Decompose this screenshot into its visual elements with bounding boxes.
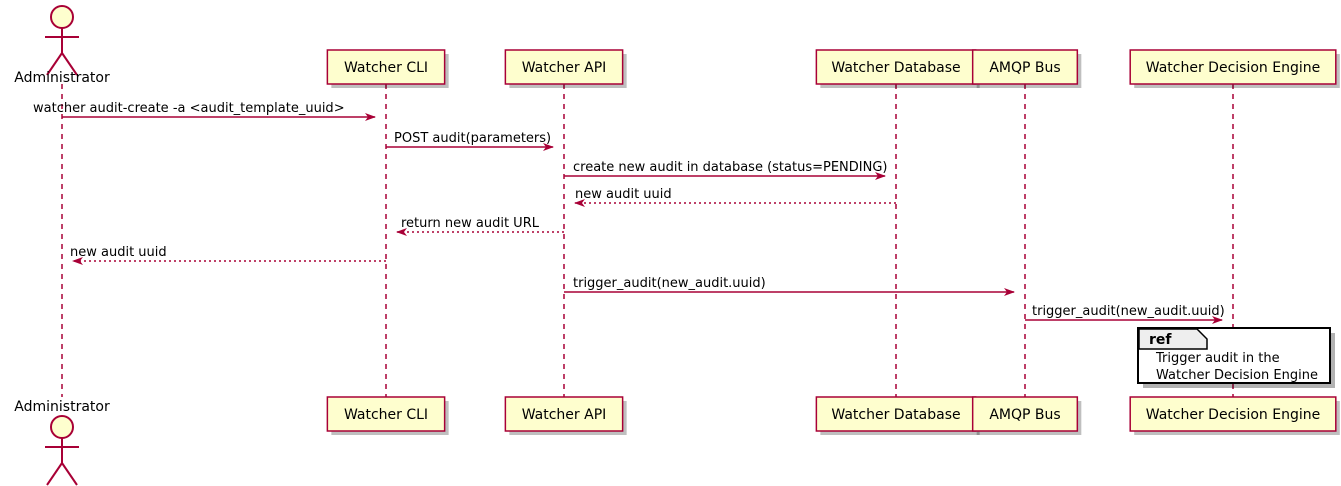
actor-leg-left (46, 462, 63, 486)
participant-box[interactable] (971, 49, 1079, 85)
participant-label: Watcher API (522, 60, 607, 76)
participant-label: Watcher Decision Engine (1146, 60, 1320, 76)
message-label: trigger_audit(new_audit.uuid) (1032, 304, 1225, 319)
participant-label: Watcher Database (831, 60, 960, 76)
participant-box[interactable] (326, 49, 446, 85)
lifelines-layer (61, 84, 1234, 397)
participant-label: AMQP Bus (989, 60, 1060, 76)
participant-watcher-decision-engine-top: Watcher Decision Engine (1129, 49, 1340, 88)
participant-label: Watcher CLI (344, 60, 428, 76)
participant-box[interactable] (1129, 49, 1337, 85)
participant-label: Watcher API (522, 407, 607, 423)
participant-watcher-decision-engine-bottom: Watcher Decision Engine (1129, 396, 1340, 435)
actor-label: Administrator (14, 70, 110, 86)
participant-label: Watcher Decision Engine (1146, 407, 1320, 423)
message-label: new audit uuid (575, 187, 672, 202)
participant-amqp-bus-top: AMQP Bus (971, 49, 1082, 88)
actor-leg-left (46, 52, 63, 76)
actor-administrator-bottom: Administrator (14, 399, 110, 486)
participant-box[interactable] (504, 49, 624, 85)
participant-label: AMQP Bus (989, 407, 1060, 423)
participant-watcher-api-top: Watcher API (504, 49, 627, 88)
actor-label: Administrator (14, 399, 110, 415)
participant-watcher-cli-bottom: Watcher CLI (326, 396, 449, 435)
actor-leg-right (61, 462, 78, 486)
participant-box[interactable] (326, 396, 446, 432)
participant-box[interactable] (1129, 396, 1337, 432)
actor-head-icon (50, 415, 74, 439)
ref-tab-label: ref (1149, 332, 1172, 348)
actor-administrator-top: Administrator (14, 5, 110, 86)
message-msg-2: POST audit(parameters) (386, 131, 554, 151)
actor-leg-right (61, 52, 78, 76)
message-label: trigger_audit(new_audit.uuid) (573, 276, 766, 291)
message-label: POST audit(parameters) (394, 131, 551, 146)
message-label: return new audit URL (401, 216, 540, 231)
participant-label: Watcher Database (831, 407, 960, 423)
ref-tab-shape (1138, 328, 1208, 350)
ref-block-body (1137, 327, 1331, 384)
message-msg-1: watcher audit-create -a <audit_template_… (33, 101, 376, 121)
messages-layer: watcher audit-create -a <audit_template_… (33, 101, 1225, 324)
actor-head-icon (50, 5, 74, 29)
message-msg-4: new audit uuid (574, 187, 896, 207)
message-msg-8: trigger_audit(new_audit.uuid) (1025, 304, 1225, 324)
participant-label: Watcher CLI (344, 407, 428, 423)
participant-box[interactable] (815, 396, 977, 432)
participant-amqp-bus-bottom: AMQP Bus (971, 396, 1082, 435)
message-msg-7: trigger_audit(new_audit.uuid) (564, 276, 1015, 296)
ref-line-1: Watcher Decision Engine (1156, 368, 1318, 383)
message-msg-5: return new audit URL (396, 216, 564, 236)
participant-box[interactable] (971, 396, 1079, 432)
message-label: watcher audit-create -a <audit_template_… (33, 101, 345, 116)
participant-watcher-database-bottom: Watcher Database (815, 396, 980, 435)
participant-box[interactable] (504, 396, 624, 432)
message-msg-6: new audit uuid (70, 245, 386, 265)
participant-watcher-api-bottom: Watcher API (504, 396, 627, 435)
message-msg-3: create new audit in database (status=PEN… (564, 160, 888, 180)
participant-watcher-cli-top: Watcher CLI (326, 49, 449, 88)
message-label: new audit uuid (70, 245, 167, 260)
message-label: create new audit in database (status=PEN… (573, 160, 888, 175)
ref-line-0: Trigger audit in the (1155, 351, 1280, 366)
participant-watcher-database-top: Watcher Database (815, 49, 980, 88)
